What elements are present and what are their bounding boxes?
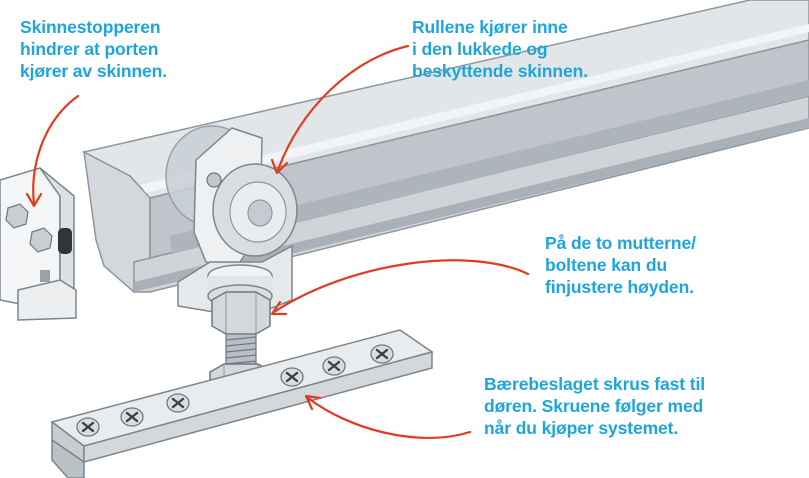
bracket-screws (76, 344, 394, 437)
arrow-stopper-head (25, 192, 43, 208)
annotation-line: Bærebeslaget skrus fast til (484, 374, 705, 394)
annotation-line: finjustere høyden. (545, 277, 694, 297)
annotation-rollers: Rullene kjører inne i den lukkede og bes… (412, 16, 588, 82)
phillips-screw-icon (370, 344, 394, 364)
annotation-line: når du kjøper systemet. (484, 418, 679, 438)
annotation-arrows (25, 44, 530, 439)
annotation-line: Skinnestopperen (20, 17, 161, 37)
arrow-nuts-head (270, 300, 288, 316)
phillips-screw-icon (120, 407, 144, 427)
rail-stopper (0, 167, 77, 321)
phillips-screw-icon (280, 367, 304, 387)
annotation-line: beskyttende skinnen. (412, 61, 588, 81)
phillips-screw-icon (76, 417, 100, 437)
annotation-line: i den lukkede og (412, 39, 548, 59)
annotation-height-nuts: På de to mutterne/ boltene kan du finjus… (545, 232, 696, 298)
phillips-screw-icon (322, 356, 346, 376)
arrow-rollers (276, 44, 410, 172)
annotation-line: døren. Skruene følger med (484, 396, 704, 416)
annotation-rail-stopper: Skinnestopperen hindrer at porten kjører… (20, 16, 167, 82)
arrow-bracket-head (304, 394, 322, 411)
rail (81, 0, 809, 293)
annotation-line: På de to mutterne/ (545, 233, 696, 253)
annotation-line: kjører av skinnen. (20, 61, 168, 81)
arrow-bracket (306, 396, 472, 439)
arrow-rollers-head (270, 158, 289, 175)
arrow-stopper (32, 94, 80, 206)
phillips-screw-icon (166, 393, 190, 413)
arrow-nuts (272, 259, 530, 314)
annotation-line: hindrer at porten (20, 39, 159, 59)
roller-trolley (165, 125, 298, 409)
annotation-line: boltene kan du (545, 255, 668, 275)
annotation-mounting-bracket: Bærebeslaget skrus fast til døren. Skrue… (484, 373, 705, 439)
annotation-line: Rullene kjører inne (412, 17, 568, 37)
